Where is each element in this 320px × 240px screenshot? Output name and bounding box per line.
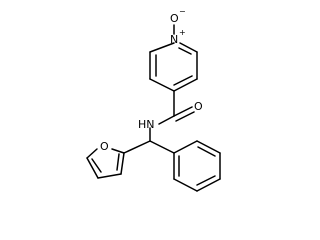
bond	[120, 152, 125, 175]
bond	[173, 78, 198, 92]
bond	[149, 78, 175, 92]
amide-nh-label: HN	[138, 118, 155, 131]
bond	[149, 140, 175, 154]
phenyl-ring	[173, 140, 221, 192]
bond	[173, 75, 193, 86]
bond	[178, 47, 192, 55]
n-oxide-charge: −	[179, 7, 186, 16]
bond	[91, 158, 102, 173]
bond	[173, 178, 198, 192]
bond	[173, 140, 198, 154]
pyridine-ring	[149, 42, 198, 92]
bond	[123, 140, 151, 154]
bond	[196, 178, 221, 192]
furan-oxygen-label: O	[100, 140, 109, 153]
molecule-diagram: O − N + O HN O	[86, 7, 221, 192]
carbonyl-bond	[175, 111, 195, 122]
carbonyl-oxygen-label: O	[194, 100, 203, 113]
bond	[86, 148, 98, 159]
bond	[197, 146, 216, 157]
bond	[196, 175, 216, 186]
bond	[116, 153, 120, 171]
carbonyl-bond	[173, 106, 193, 117]
furan-ring	[86, 148, 125, 179]
bond	[97, 173, 122, 179]
bond	[86, 157, 99, 179]
bond	[111, 148, 125, 154]
pyridine-nitrogen-charge: +	[179, 28, 186, 37]
pyridine-nitrogen-label: N	[170, 33, 178, 46]
bond	[158, 115, 175, 125]
bond	[179, 42, 198, 53]
n-oxide-oxygen-label: O	[170, 12, 179, 25]
bond	[149, 42, 175, 53]
bond	[196, 140, 221, 154]
